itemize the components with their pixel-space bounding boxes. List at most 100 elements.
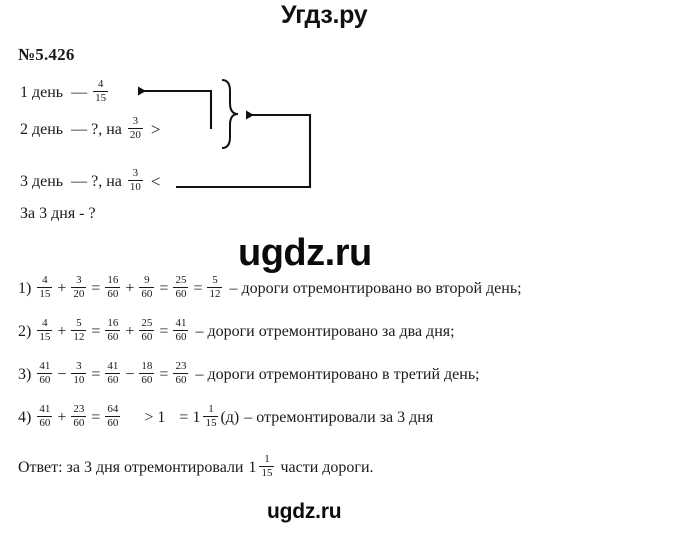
step2-f5-den: 60 bbox=[173, 330, 189, 343]
step3-f4-den: 60 bbox=[139, 373, 155, 386]
watermark-middle: ugdz.ru bbox=[238, 232, 372, 274]
step3-f1-num: 41 bbox=[39, 360, 51, 372]
step3-eq-1: = bbox=[91, 365, 101, 383]
step1-f5-den: 60 bbox=[173, 287, 189, 300]
site-logo[interactable]: Угдз.ру bbox=[281, 1, 368, 29]
day1-fraction: 4 15 bbox=[93, 78, 109, 104]
step2-f5-num: 41 bbox=[175, 317, 187, 329]
step3-f3-den: 60 bbox=[105, 373, 121, 386]
step1-label: 1) bbox=[18, 279, 32, 297]
step2-f4-num: 25 bbox=[141, 317, 153, 329]
step2-op-2: + bbox=[125, 322, 135, 340]
step4-mixed-num: 1 bbox=[208, 403, 214, 415]
day2-label: 2 день bbox=[20, 120, 64, 138]
step3-label: 3) bbox=[18, 365, 32, 383]
step4-f2-den: 60 bbox=[71, 416, 87, 429]
step1-f5-num: 25 bbox=[175, 274, 187, 286]
step4-f3-den: 60 bbox=[105, 416, 121, 429]
solution-step-1: 1) 4 15 + 3 20 = 16 60 + 9 60 = 25 60 = … bbox=[18, 274, 522, 301]
day2-dash: — bbox=[71, 120, 88, 138]
step3-f2-den: 10 bbox=[71, 373, 87, 386]
step2-f2-den: 12 bbox=[71, 330, 87, 343]
step4-eq-1: = bbox=[91, 408, 101, 426]
step2-f1-num: 4 bbox=[42, 317, 48, 329]
step2-eq-2: = bbox=[159, 322, 169, 340]
step1-f2-num: 3 bbox=[76, 274, 82, 286]
step1-eq-2: = bbox=[159, 279, 169, 297]
step1-fraction-2: 3 20 bbox=[71, 274, 87, 300]
step2-fraction-5: 41 60 bbox=[173, 317, 189, 343]
step4-text: – отремонтировали за 3 дня bbox=[244, 408, 434, 426]
step1-text: – дороги отремонтировано во второй день; bbox=[229, 279, 522, 297]
step2-f2-num: 5 bbox=[76, 317, 82, 329]
step4-label: 4) bbox=[18, 408, 32, 426]
step1-op-1: + bbox=[57, 279, 67, 297]
step3-f5-den: 60 bbox=[173, 373, 189, 386]
total-question: За 3 дня - ? bbox=[20, 205, 96, 222]
step4-mixed-fraction: 1 15 bbox=[203, 403, 219, 429]
day3-denominator: 10 bbox=[127, 180, 143, 193]
step1-fraction-5: 25 60 bbox=[173, 274, 189, 300]
step2-op-1: + bbox=[57, 322, 67, 340]
step1-fraction-4: 9 60 bbox=[139, 274, 155, 300]
step1-f4-den: 60 bbox=[139, 287, 155, 300]
solution-step-4: 4) 41 60 + 23 60 = 64 60 > 1 = 1 1 15 (д… bbox=[18, 403, 434, 430]
step3-f5-num: 23 bbox=[175, 360, 187, 372]
step1-f4-num: 9 bbox=[144, 274, 150, 286]
day1-label: 1 день bbox=[20, 83, 64, 101]
step3-f3-num: 41 bbox=[107, 360, 119, 372]
step2-f3-num: 16 bbox=[107, 317, 119, 329]
step4-f1-den: 60 bbox=[37, 416, 53, 429]
step1-eq-1: = bbox=[91, 279, 101, 297]
step1-f3-den: 60 bbox=[105, 287, 121, 300]
step3-text: – дороги отремонтировано в третий день; bbox=[195, 365, 480, 383]
step1-op-2: + bbox=[125, 279, 135, 297]
day1-dash: — bbox=[71, 83, 88, 101]
day1-denominator: 15 bbox=[93, 91, 109, 104]
day2-denominator: 20 bbox=[127, 128, 143, 141]
condition-line-day2: 2 день — ?, на 3 20 > bbox=[20, 115, 160, 142]
step1-eq-3: = bbox=[193, 279, 203, 297]
step4-comparator: > 1 bbox=[144, 408, 166, 426]
step3-f2-num: 3 bbox=[76, 360, 82, 372]
step2-f3-den: 60 bbox=[105, 330, 121, 343]
step4-eq-2: = bbox=[179, 408, 189, 426]
condition-line-day3: 3 день — ?, на 3 10 < bbox=[20, 167, 160, 194]
day2-fraction: 3 20 bbox=[127, 115, 143, 141]
answer-mixed-whole: 1 bbox=[248, 458, 257, 476]
step4-fraction-2: 23 60 bbox=[71, 404, 87, 429]
day1-numerator: 4 bbox=[97, 78, 104, 90]
solution-step-3: 3) 41 60 − 3 10 = 41 60 − 18 60 = 23 60 … bbox=[18, 360, 480, 387]
answer-prefix: Ответ: за 3 дня отремонтировали bbox=[18, 458, 244, 476]
answer-mixed-den: 15 bbox=[259, 466, 275, 479]
step4-fraction-1: 41 60 bbox=[37, 404, 53, 429]
step1-f3-num: 16 bbox=[107, 274, 119, 286]
step3-fraction-2: 3 10 bbox=[71, 360, 87, 386]
day3-dash: — bbox=[71, 172, 88, 190]
step3-op-1: − bbox=[57, 365, 67, 383]
step4-fraction-3: 64 60 bbox=[105, 403, 121, 429]
step2-label: 2) bbox=[18, 322, 32, 340]
step4-op-1: + bbox=[57, 408, 67, 426]
step2-fraction-1: 4 15 bbox=[37, 317, 53, 343]
problem-number: №5.426 bbox=[18, 45, 75, 64]
step2-fraction-2: 5 12 bbox=[71, 317, 87, 343]
step3-fraction-1: 41 60 bbox=[37, 360, 53, 386]
day3-numerator: 3 bbox=[132, 167, 139, 179]
step2-eq-1: = bbox=[91, 322, 101, 340]
step1-f6-num: 5 bbox=[212, 274, 218, 286]
step3-f1-den: 60 bbox=[37, 373, 53, 386]
site-header: Угдз.ру bbox=[0, 0, 680, 36]
condition-diagram: 1 день — 4 15 2 день — ?, на 3 20 > 3 де… bbox=[0, 74, 680, 204]
step3-fraction-5: 23 60 bbox=[173, 360, 189, 386]
step2-fraction-3: 16 60 bbox=[105, 317, 121, 343]
day3-label: 3 день bbox=[20, 172, 64, 190]
day3-fraction: 3 10 bbox=[127, 167, 143, 193]
step3-f4-num: 18 bbox=[141, 360, 153, 372]
day2-numerator: 3 bbox=[132, 115, 139, 127]
step2-text: – дороги отремонтировано за два дня; bbox=[195, 322, 455, 340]
answer-mixed-num: 1 bbox=[264, 453, 270, 465]
step4-f3-num: 64 bbox=[107, 403, 119, 415]
step3-fraction-3: 41 60 bbox=[105, 360, 121, 386]
step2-f4-den: 60 bbox=[139, 330, 155, 343]
